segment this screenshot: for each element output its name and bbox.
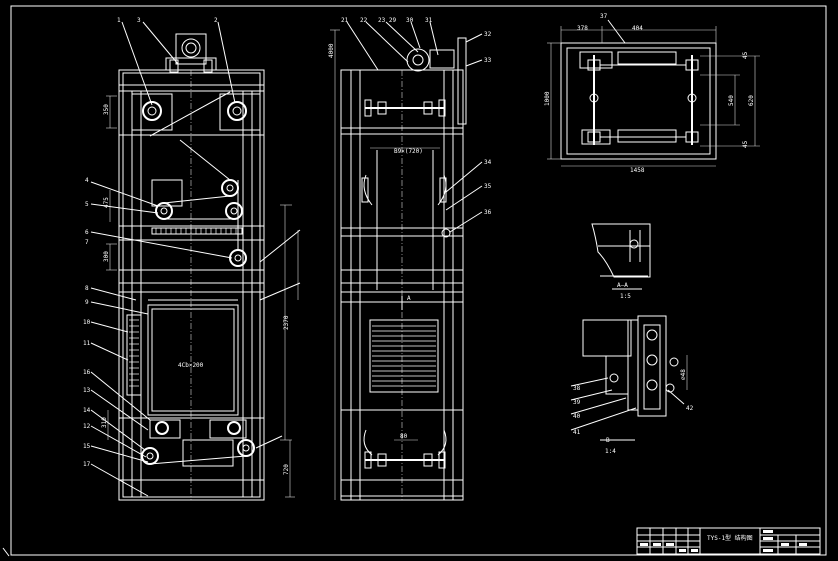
- balloon-2: 2: [214, 17, 218, 24]
- dim-350: 350: [103, 104, 110, 115]
- dim-4000: 4000: [328, 43, 335, 58]
- balloon-31: 31: [425, 17, 433, 24]
- balloon-14: 14: [83, 407, 91, 414]
- balloon-39: 39: [573, 399, 581, 406]
- balloon-17: 17: [83, 461, 91, 468]
- balloon-15: 15: [83, 443, 91, 450]
- dim-300: 300: [103, 251, 110, 262]
- balloon-32: 32: [484, 31, 492, 38]
- detail-b-title: B: [606, 437, 610, 444]
- dim-2370: 2370: [283, 315, 290, 330]
- dim-diameter: ∅48: [680, 369, 687, 380]
- dim-45-top: 45: [742, 51, 749, 59]
- balloon-34: 34: [484, 159, 492, 166]
- balloon-10: 10: [83, 319, 91, 326]
- section-aa-scale: 1:5: [620, 293, 631, 300]
- balloon-1: 1: [117, 17, 121, 24]
- ucs-mark: [2, 547, 10, 557]
- dim-540: 540: [728, 95, 735, 106]
- cage-label: 4Cb×200: [178, 362, 204, 369]
- balloon-22: 22: [360, 17, 368, 24]
- drawing-title: TYS-1型 结构图: [707, 534, 753, 542]
- section-a-label: A: [407, 295, 411, 302]
- balloon-38: 38: [573, 385, 581, 392]
- balloon-8: 8: [85, 285, 89, 292]
- front-view: [90, 21, 301, 501]
- dim-310: 310: [101, 417, 108, 428]
- detail-b-scale: 1:4: [605, 448, 616, 455]
- balloon-16: 16: [83, 369, 91, 376]
- top-view: [547, 19, 760, 167]
- balloon-21: 21: [341, 17, 349, 24]
- detail-b: [570, 315, 688, 441]
- section-aa-title: A—A: [617, 282, 628, 289]
- title-block: [636, 527, 821, 555]
- balloon-3: 3: [137, 17, 141, 24]
- balloon-23-29: 23 29: [378, 17, 396, 24]
- balloon-13: 13: [83, 387, 91, 394]
- dim-width-bottom: 80: [400, 433, 408, 440]
- side-view: [330, 21, 483, 501]
- dim-45-bottom: 45: [742, 140, 749, 148]
- balloon-5: 5: [85, 201, 89, 208]
- dim-378: 378: [577, 25, 588, 32]
- balloon-40: 40: [573, 413, 581, 420]
- balloon-30: 30: [406, 17, 414, 24]
- drawing-border: [10, 5, 827, 556]
- balloon-33: 33: [484, 57, 492, 64]
- section-aa: [591, 223, 651, 290]
- dim-720: 720: [283, 464, 290, 475]
- dim-475: 475: [103, 197, 110, 208]
- balloon-7: 7: [85, 239, 89, 246]
- balloon-42: 42: [686, 405, 694, 412]
- balloon-41: 41: [573, 429, 581, 436]
- dim-1000: 1000: [544, 91, 551, 106]
- dim-1458: 1458: [630, 167, 645, 174]
- balloon-36: 36: [484, 209, 492, 216]
- balloon-11: 11: [83, 340, 91, 347]
- balloon-4: 4: [85, 177, 89, 184]
- dim-620: 620: [748, 95, 755, 106]
- dim-width-top: B9×(720): [394, 148, 423, 155]
- balloon-6: 6: [85, 229, 89, 236]
- balloon-37: 37: [600, 13, 608, 20]
- dim-404: 404: [632, 25, 643, 32]
- balloon-9: 9: [85, 299, 89, 306]
- balloon-35: 35: [484, 183, 492, 190]
- balloon-12: 12: [83, 423, 91, 430]
